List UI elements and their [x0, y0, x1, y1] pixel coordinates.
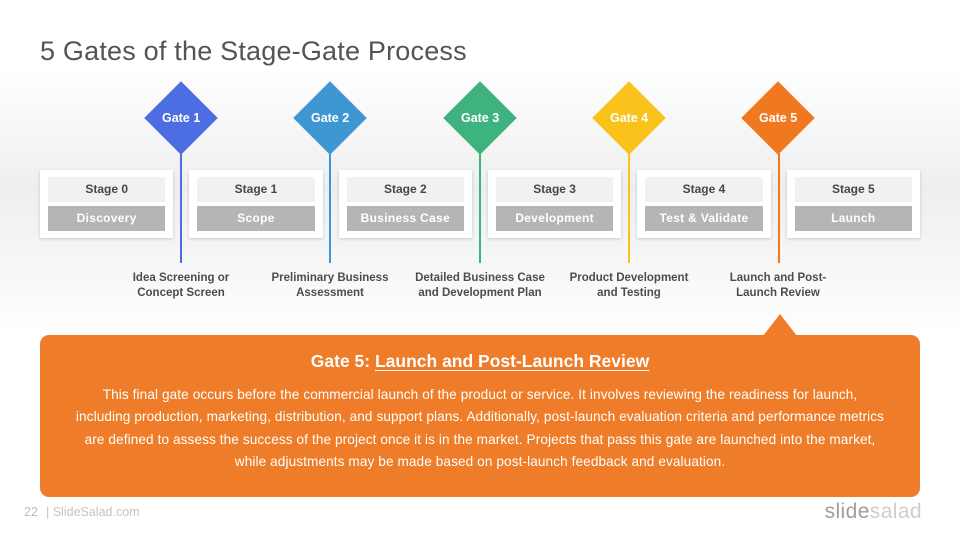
callout-heading-prefix: Gate 5: [310, 351, 375, 371]
gate-1-connector-line [180, 153, 182, 263]
logo-part-salad: salad [869, 500, 922, 523]
gate-3-description: Detailed Business Case and Development P… [415, 272, 545, 299]
gate-3-label: Gate 3 [460, 111, 500, 125]
gate-4-connector-line [628, 153, 630, 263]
callout-heading-underlined: Launch and Post-Launch Review [374, 351, 650, 371]
gate-5-connector-line [778, 153, 780, 263]
gate-2-label: Gate 2 [310, 111, 350, 125]
stage-1-header: Stage 1 [197, 177, 315, 202]
slidesalad-logo: slidesalad [825, 500, 922, 524]
slide-title: 5 Gates of the Stage-Gate Process [40, 36, 467, 66]
gate-1-label: Gate 1 [161, 111, 201, 125]
gate-5-callout-panel: Gate 5: Launch and Post-Launch Review Th… [40, 335, 920, 497]
stage-2-name: Business Case [346, 206, 464, 231]
stage-3-header: Stage 3 [495, 177, 614, 202]
callout-heading: Gate 5: Launch and Post-Launch Review [74, 351, 886, 372]
stage-4-header: Stage 4 [645, 177, 763, 202]
stage-0-header: Stage 0 [48, 177, 166, 202]
gate-5-description: Launch and Post- Launch Review [729, 272, 827, 299]
stage-box-0: Stage 0 Discovery [40, 170, 174, 238]
stage-3-name: Development [495, 206, 614, 231]
stage-box-5: Stage 5 Launch [786, 170, 920, 238]
stage-4-name: Test & Validate [645, 206, 763, 231]
logo-part-slide: slide [824, 500, 870, 523]
stage-box-3: Stage 3 Development [487, 170, 622, 238]
gate-4-description: Product Development and Testing [569, 272, 689, 299]
stage-box-4: Stage 4 Test & Validate [637, 170, 771, 238]
gate-2-description: Preliminary Business Assessment [271, 272, 389, 299]
stage-0-name: Discovery [48, 206, 166, 231]
stage-row: Stage 0 Discovery Stage 1 Scope Stage 2 … [40, 170, 920, 238]
stage-box-2: Stage 2 Business Case [338, 170, 472, 238]
gate-1-description: Idea Screening or Concept Screen [132, 272, 230, 299]
gate-4-label: Gate 4 [609, 111, 649, 125]
gate-3-connector-line [479, 153, 481, 263]
stage-box-1: Stage 1 Scope [189, 170, 323, 238]
stage-5-name: Launch [794, 206, 912, 231]
gate-5-label: Gate 5 [758, 111, 798, 125]
callout-pointer-arrow [763, 314, 797, 336]
callout-body-text: This final gate occurs before the commer… [75, 387, 885, 470]
stage-5-header: Stage 5 [794, 177, 912, 202]
gate-2-connector-line [329, 153, 331, 263]
stage-2-header: Stage 2 [346, 177, 464, 202]
footer-source-text: | SlideSalad.com [46, 505, 140, 519]
stage-1-name: Scope [197, 206, 315, 231]
page-number: 22 [24, 505, 38, 519]
